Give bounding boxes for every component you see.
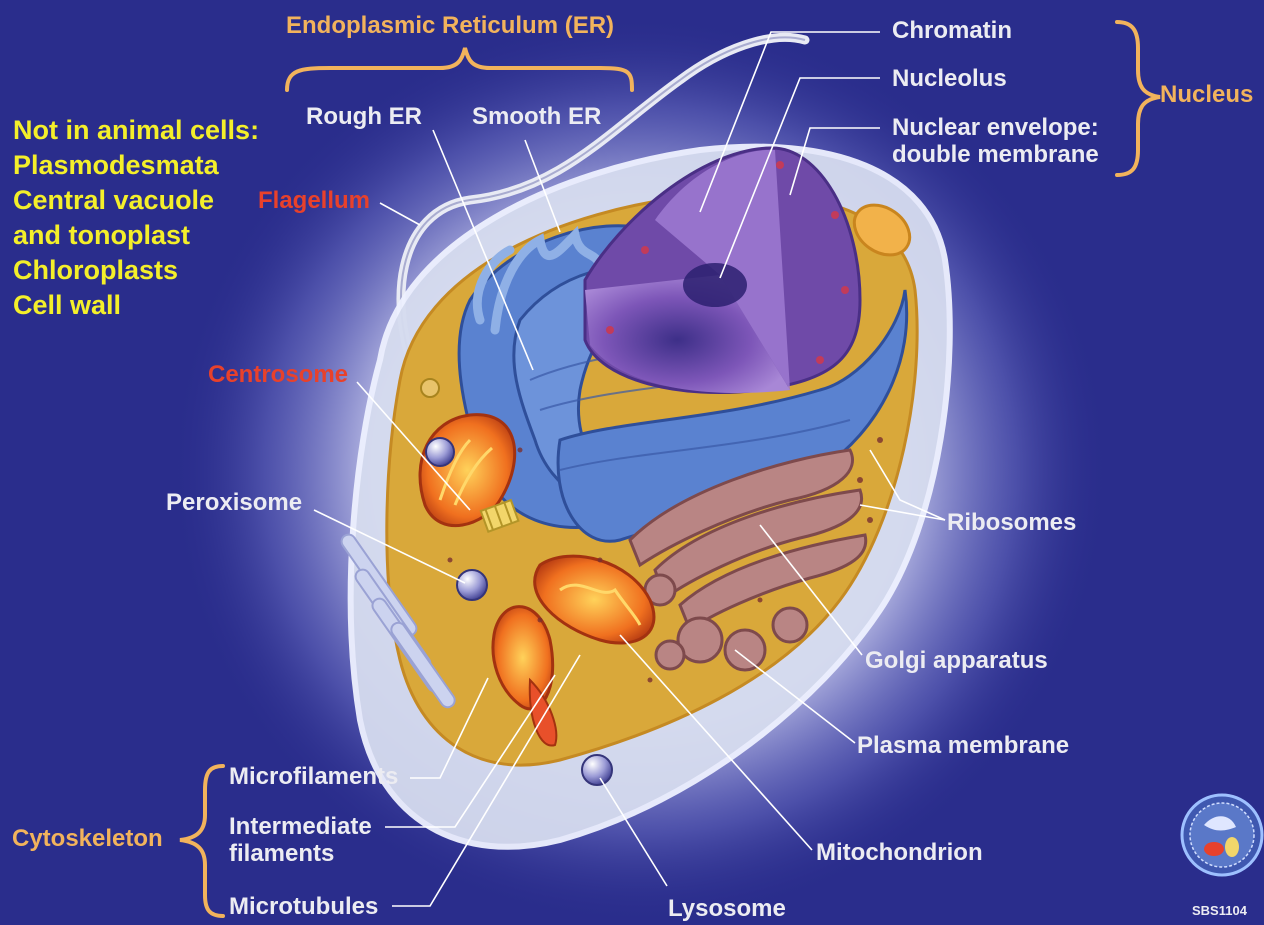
cytoskeleton-brace <box>180 766 223 916</box>
intermediate-line-1: Intermediate <box>229 814 372 841</box>
not-in-animal-item: Plasmodesmata <box>13 148 259 183</box>
peroxisome-label: Peroxisome <box>166 490 302 517</box>
smooth-er-label: Smooth ER <box>472 104 601 131</box>
nucleolus-label: Nucleolus <box>892 66 1007 93</box>
plasma-membrane-label: Plasma membrane <box>857 733 1069 760</box>
flagellum-label: Flagellum <box>258 188 370 215</box>
nucleus-brace <box>1117 22 1160 175</box>
nuclear-envelope-line-1: Nuclear envelope: <box>892 115 1099 142</box>
er-group-label: Endoplasmic Reticulum (ER) <box>286 13 614 40</box>
ribosomes-label: Ribosomes <box>947 510 1076 537</box>
not-in-animal-item: Central vacuole <box>13 183 259 218</box>
seal-logo <box>1182 795 1262 875</box>
vesicle-ball <box>426 438 454 466</box>
footer-code: SBS1104 <box>1192 904 1247 919</box>
microtubules-label: Microtubules <box>229 894 378 921</box>
intermediate-line-2: filaments <box>229 841 372 868</box>
lysosome-shape <box>582 755 612 785</box>
microfilaments-label: Microfilaments <box>229 764 398 791</box>
nucleus-group-label: Nucleus <box>1160 82 1253 109</box>
not-in-animal-cells-list: Not in animal cells: Plasmodesmata Centr… <box>13 113 259 324</box>
rough-er-label: Rough ER <box>306 104 422 131</box>
nuclear-envelope-line-2: double membrane <box>892 142 1099 169</box>
golgi-apparatus-label: Golgi apparatus <box>865 648 1048 675</box>
nucleolus-shape <box>683 263 747 307</box>
not-in-animal-heading: Not in animal cells: <box>13 113 259 148</box>
not-in-animal-item: and tonoplast <box>13 218 259 253</box>
cytoskeleton-group-label: Cytoskeleton <box>12 826 163 853</box>
centrosome-label: Centrosome <box>208 362 348 389</box>
not-in-animal-item: Cell wall <box>13 288 259 323</box>
nuclear-envelope-label: Nuclear envelope: double membrane <box>892 115 1099 169</box>
mitochondrion-label: Mitochondrion <box>816 840 983 867</box>
intermediate-filaments-label: Intermediate filaments <box>229 814 372 868</box>
lysosome-label: Lysosome <box>668 896 786 923</box>
peroxisome-shape <box>457 570 487 600</box>
chromatin-label: Chromatin <box>892 18 1012 45</box>
not-in-animal-item: Chloroplasts <box>13 253 259 288</box>
